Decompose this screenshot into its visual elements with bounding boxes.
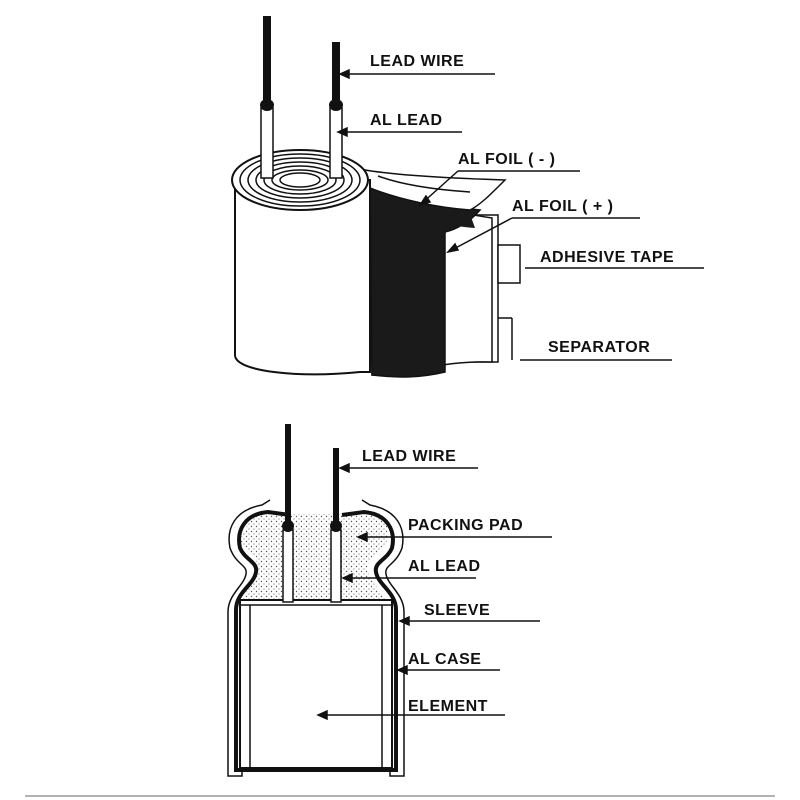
wound-cylinder-top (231, 149, 369, 211)
bottom-callouts (316, 462, 552, 721)
lead-wire-left-bottom (285, 424, 291, 524)
al-foil-negative-curl (363, 169, 507, 211)
wound-cylinder-body (234, 179, 371, 376)
al-case-outline (234, 509, 398, 772)
al-lead-tab-left (260, 107, 274, 179)
lead-wire-right-bottom (333, 448, 339, 524)
al-lead-right (330, 529, 342, 603)
label-packing-pad: PACKING PAD (408, 517, 523, 534)
lead-wire-left (263, 16, 271, 104)
al-lead-tab-right (329, 107, 343, 179)
capacitor-cross-section (227, 424, 405, 777)
label-separator: SEPARATOR (548, 339, 650, 356)
lead-wire-right (332, 42, 340, 104)
label-al-foil-positive: AL FOIL ( + ) (512, 198, 613, 215)
label-lead-wire-top: LEAD WIRE (370, 53, 464, 70)
label-al-case: AL CASE (408, 651, 481, 668)
wound-element-illustration (231, 16, 521, 378)
label-al-lead-bottom: AL LEAD (408, 558, 481, 575)
element-block (239, 599, 393, 769)
al-lead-left (282, 529, 294, 603)
packing-pad (240, 512, 387, 600)
label-element: ELEMENT (408, 698, 488, 715)
label-sleeve: SLEEVE (424, 602, 490, 619)
adhesive-tape (497, 244, 521, 284)
top-callouts (336, 68, 704, 361)
label-adhesive-tape: ADHESIVE TAPE (540, 249, 674, 266)
label-lead-wire-bottom: LEAD WIRE (362, 448, 456, 465)
label-al-lead-top: AL LEAD (370, 112, 443, 129)
label-al-foil-negative: AL FOIL ( - ) (458, 151, 555, 168)
